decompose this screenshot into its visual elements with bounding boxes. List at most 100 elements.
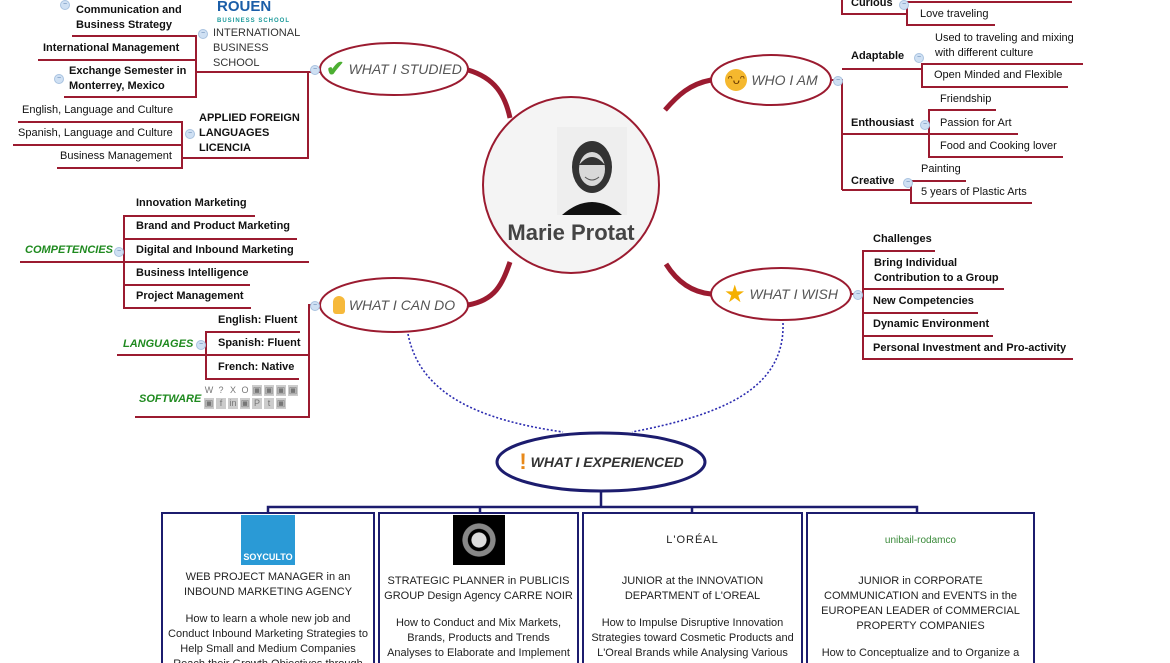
topic-label: WHAT I STUDIED [348,61,462,77]
trait-item[interactable]: Passion for Art [940,117,1012,129]
collapse-toggle-icon[interactable]: − [853,290,863,300]
collapse-toggle-icon[interactable]: − [310,65,320,75]
trait-item[interactable]: 5 years of Plastic Arts [921,186,1027,198]
collapse-toggle-icon[interactable]: − [310,301,320,311]
topic-what-i-can-do[interactable]: WHAT I CAN DO [320,292,468,318]
software-icon: ? [218,385,224,395]
competency-item[interactable]: Project Management [136,290,244,302]
software-icon: W [204,385,214,395]
topic-label: WHAT I EXPERIENCED [530,454,684,470]
wish-item[interactable]: Bring Individual Contribution to a Group [874,257,999,284]
collapse-toggle-icon[interactable]: − [185,129,195,139]
languages-label[interactable]: LANGUAGES [123,338,194,350]
software-label[interactable]: SOFTWARE [139,393,202,405]
licence-node[interactable]: APPLIED FOREIGN LANGUAGES LICENCIA [199,112,300,154]
collapse-toggle-icon[interactable]: − [903,178,913,188]
software-icon: ▣ [276,385,286,396]
experience-title: STRATEGIC PLANNER in PUBLICIS GROUP Desi… [384,575,573,602]
topic-label: WHAT I WISH [749,286,838,302]
trait-node[interactable]: Adaptable [851,50,905,62]
soyculto-logo: SOYCULTO [241,515,295,565]
wish-item[interactable]: Dynamic Environment [873,318,990,330]
collapse-toggle-icon[interactable]: − [60,0,70,10]
software-icon: P [252,398,262,409]
competency-item[interactable]: Brand and Product Marketing [136,220,291,232]
software-icon: ▣ [240,398,250,409]
software-icon: ▣ [288,385,298,396]
trait-item[interactable]: Love traveling [920,8,989,20]
loreal-logo: L'ORÉAL [666,533,719,546]
collapse-toggle-icon[interactable]: − [914,53,924,63]
study-item[interactable]: Communication and Business Strategy [76,4,182,31]
software-icon: X [229,385,236,395]
software-icon: in [228,398,238,409]
experience-card[interactable]: L'ORÉAL JUNIOR at the INNOVATION DEPARTME… [582,512,803,663]
profile-photo [557,127,627,215]
laughing-face-icon: ᵔᴗᵔ [725,69,748,91]
trait-node[interactable]: Creative [851,175,895,187]
trait-node[interactable]: Enthousiast [851,117,914,129]
experience-description: How to learn a whole new job and Conduct… [168,613,368,663]
language-item[interactable]: French: Native [218,361,295,373]
exclamation-icon: ! [519,449,527,474]
study-item[interactable]: Spanish, Language and Culture [18,127,173,139]
experience-description: How to Conceptualize and to Organize a 2… [821,647,1020,663]
trait-item[interactable]: Used to traveling and mixing with differ… [935,32,1074,59]
trait-node[interactable]: Curious [851,0,893,9]
study-item[interactable]: International Management [43,42,180,54]
collapse-toggle-icon[interactable]: − [920,120,930,130]
experience-description: How to Impulse Disruptive Innovation Str… [591,617,794,663]
software-icon: ▣ [264,385,274,396]
competency-item[interactable]: Innovation Marketing [136,197,247,209]
logo-subtext: BUSINESS SCHOOL [217,18,291,24]
trait-item[interactable]: Open Minded and Flexible [934,69,1063,81]
logo-text: SOYCULTO [243,552,293,562]
logo-text: ROUEN [217,0,272,15]
wish-item[interactable]: New Competencies [873,295,974,307]
study-item[interactable]: Business Management [60,150,172,162]
unibail-rodamco-logo: unibail-rodamco [884,534,957,546]
competencies-label[interactable]: COMPETENCIES [25,244,114,256]
collapse-toggle-icon[interactable]: − [196,340,206,350]
experience-title: JUNIOR in CORPORATE COMMUNICATION and EV… [821,575,1020,632]
topic-label: WHO I AM [751,72,818,88]
trait-item[interactable]: Painting [921,163,961,175]
study-item[interactable]: English, Language and Culture [22,104,174,116]
software-icon: ▣ [276,398,286,409]
wish-item[interactable]: Personal Investment and Pro-activity [873,342,1067,354]
language-item[interactable]: English: Fluent [218,314,298,326]
trait-item[interactable]: Friendship [940,93,992,105]
competency-item[interactable]: Business Intelligence [136,267,249,279]
software-icon: f [216,398,226,409]
collapse-toggle-icon[interactable]: − [833,76,843,86]
wish-item[interactable]: Challenges [873,233,932,245]
software-icon: O [241,385,249,395]
experience-title: WEB PROJECT MANAGER in an INBOUND MARKET… [183,571,353,598]
experience-card[interactable]: STRATEGIC PLANNER in PUBLICIS GROUP Desi… [378,512,579,663]
collapse-toggle-icon[interactable]: − [899,0,909,10]
software-icon: ▣ [204,398,214,409]
competency-item[interactable]: Digital and Inbound Marketing [136,244,294,256]
software-icon: t [264,398,274,409]
checkmark-icon: ✔ [326,56,345,81]
experience-description: How to Conduct and Mix Markets, Brands, … [387,617,570,663]
collapse-toggle-icon[interactable]: − [198,29,208,39]
topic-what-i-wish[interactable]: ★ WHAT I WISH [711,281,851,308]
collapse-toggle-icon[interactable]: − [54,74,64,84]
central-topic-name: Marie Protat [507,220,635,245]
trait-item[interactable]: Food and Cooking lover [940,140,1057,152]
topic-what-i-studied[interactable]: ✔ WHAT I STUDIED [320,56,468,82]
school-node[interactable]: INTERNATIONAL BUSINESS SCHOOL [213,27,300,69]
topic-label: WHAT I CAN DO [348,297,456,313]
experience-card[interactable]: SOYCULTO WEB PROJECT MANAGER in an INBOUN… [161,512,375,663]
language-item[interactable]: Spanish: Fluent [218,337,301,349]
topic-who-i-am[interactable]: ᵔᴗᵔ WHO I AM [711,67,832,93]
topic-what-i-experienced[interactable]: ! WHAT I EXPERIENCED [497,449,706,475]
collapse-toggle-icon[interactable]: − [114,247,124,257]
lightbulb-icon [332,296,345,314]
study-item[interactable]: Exchange Semester in Monterrey, Mexico [69,65,187,92]
experience-title: JUNIOR at the INNOVATION DEPARTMENT of L… [621,575,764,602]
